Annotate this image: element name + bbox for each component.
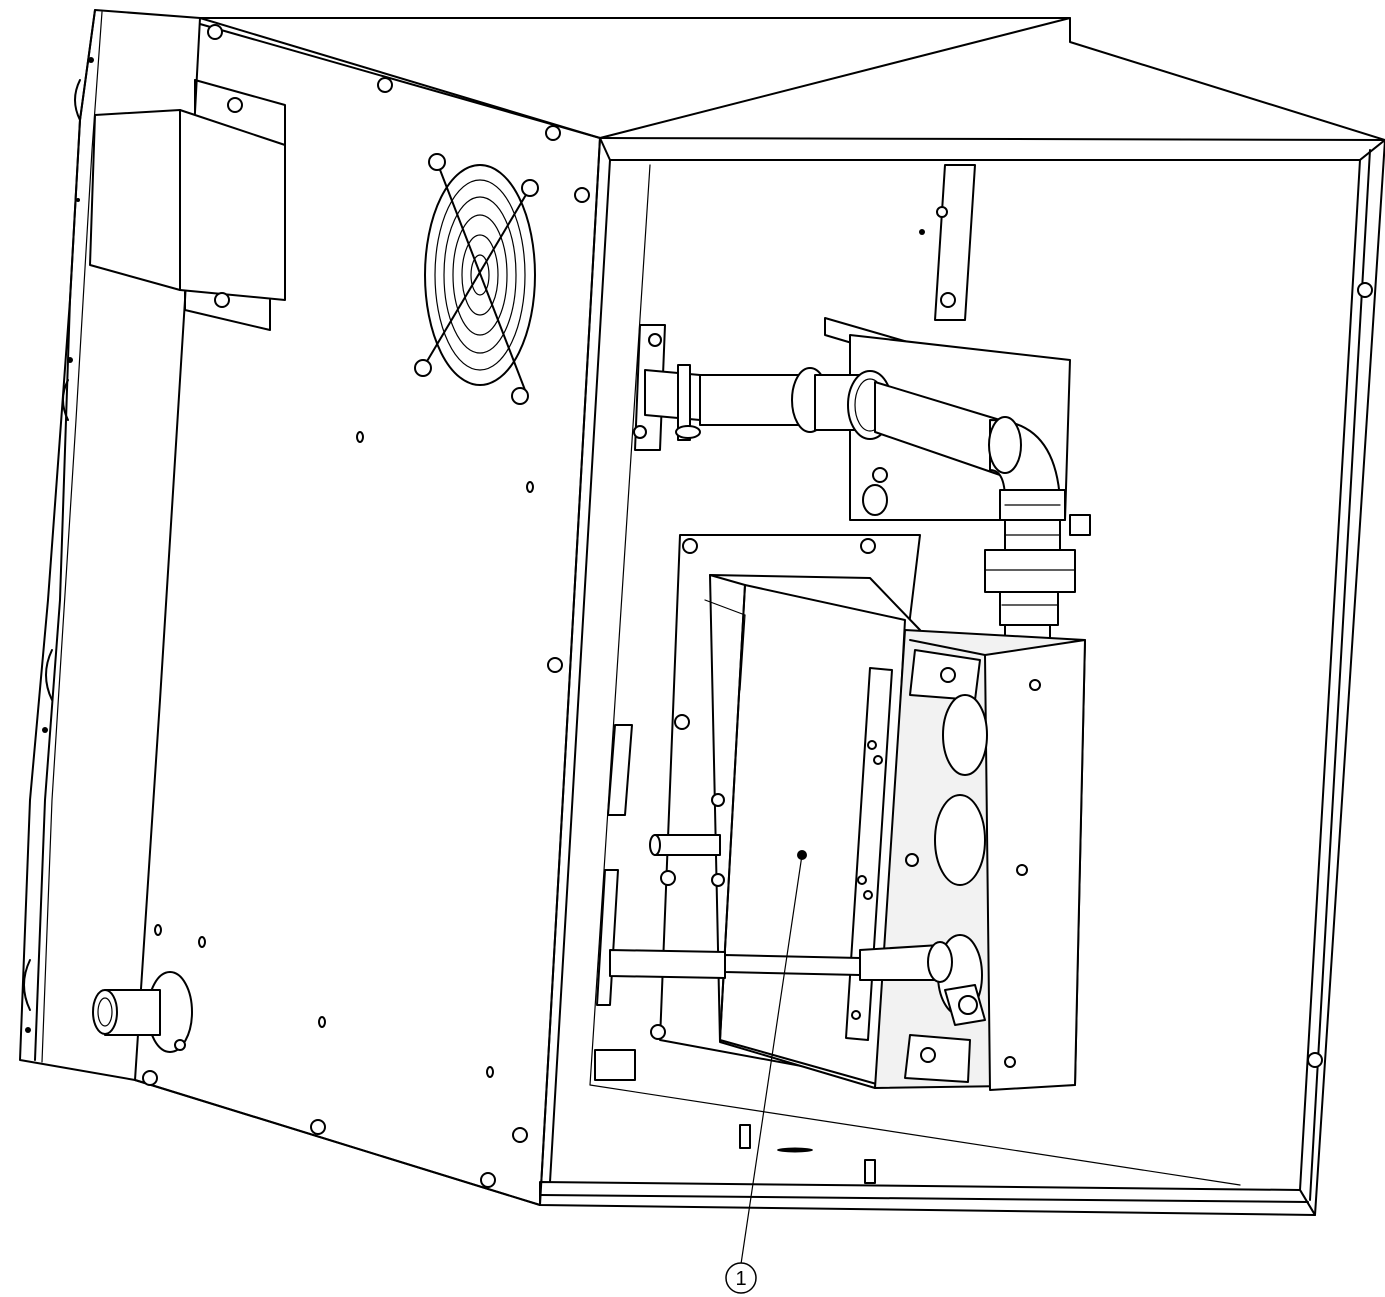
floor-features	[739, 1124, 876, 1184]
control-module	[704, 574, 1086, 1091]
enclosure-frame	[539, 17, 1385, 1216]
callout-1-label: 1	[735, 1268, 746, 1290]
terminal-posts	[649, 793, 725, 887]
callout-1-bubble	[725, 1262, 757, 1294]
top-bracket	[89, 79, 286, 331]
drain-fitting	[92, 971, 193, 1053]
panel-screws	[142, 24, 590, 1188]
pipe-assembly	[633, 317, 1091, 661]
callout-1: 1	[725, 854, 803, 1294]
mounting-strip	[919, 164, 976, 321]
lower-tube	[609, 941, 986, 1026]
fan-guard	[414, 153, 539, 405]
